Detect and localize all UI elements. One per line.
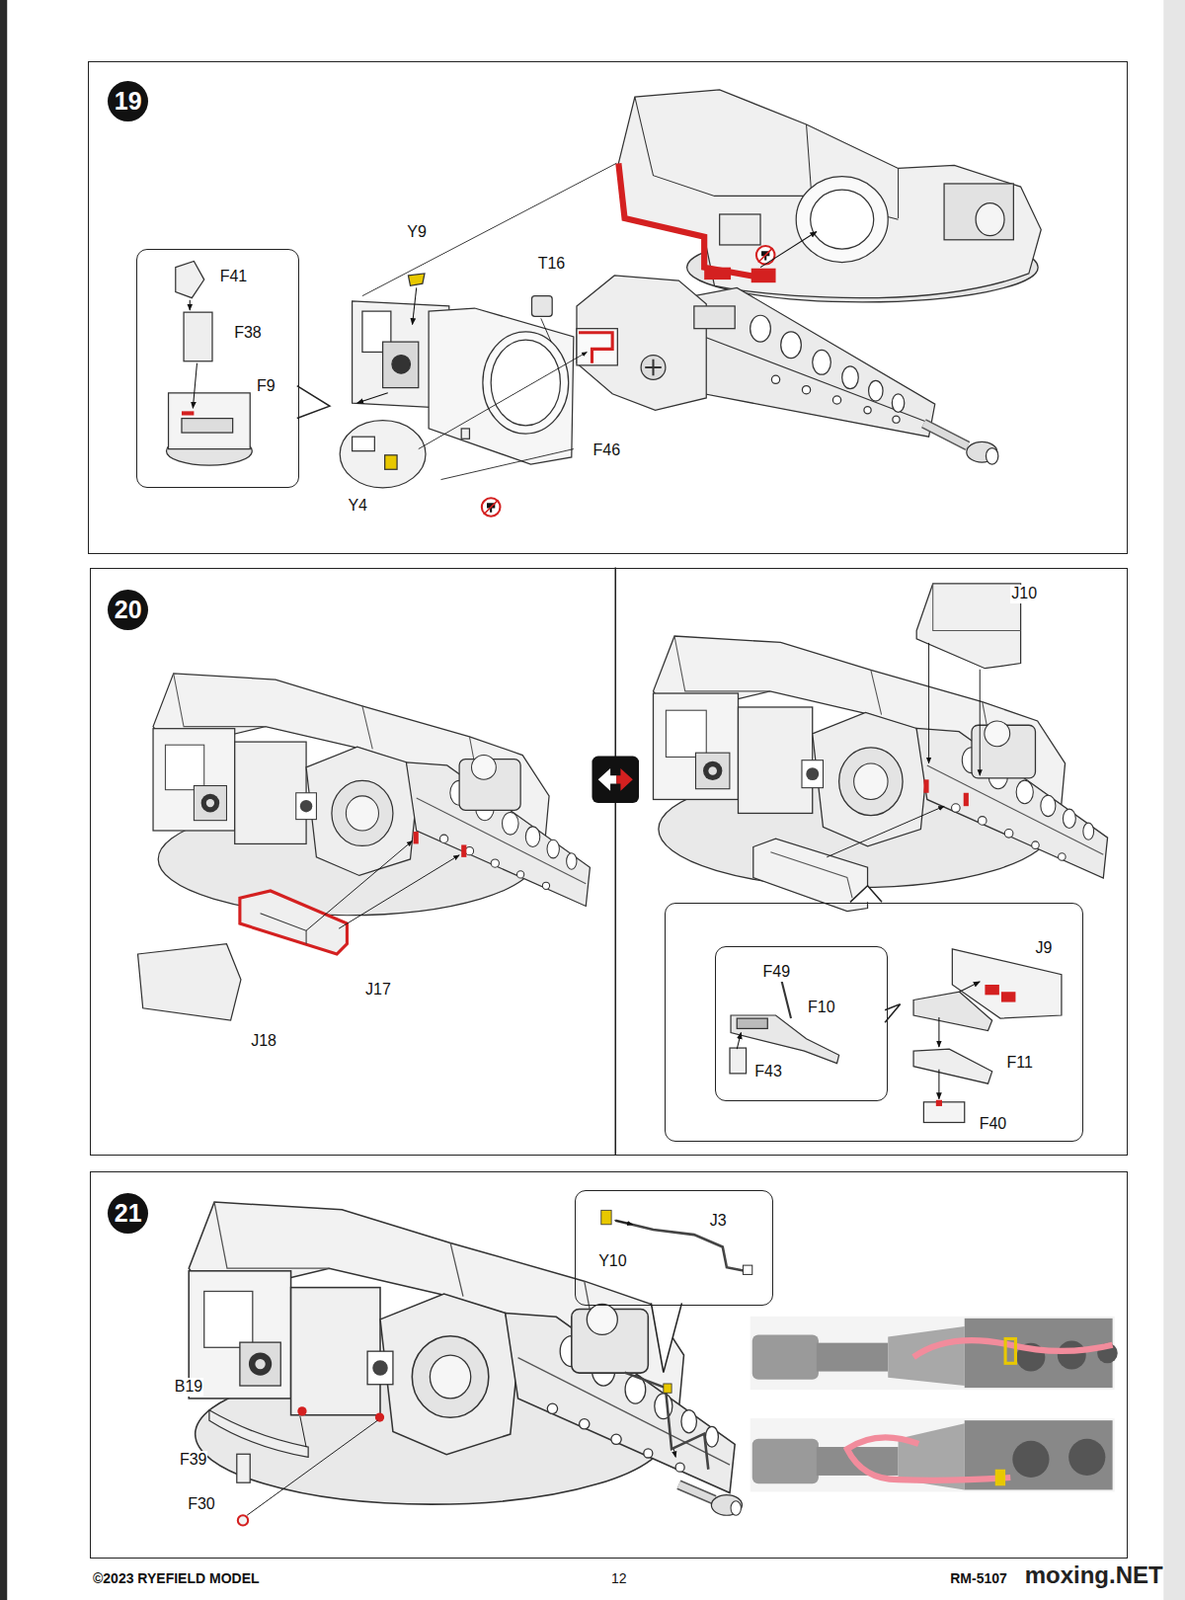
part-label: Y9 [405, 223, 428, 241]
part-label: F10 [806, 998, 837, 1017]
part-label: F41 [219, 267, 249, 286]
part-label: J10 [1010, 584, 1038, 603]
step-number: 21 [107, 1192, 149, 1234]
part-label: F39 [178, 1450, 209, 1469]
page-number: 12 [610, 1570, 629, 1586]
part-label: Y10 [597, 1252, 628, 1270]
detail-callout: Y10 J3 [574, 1189, 775, 1306]
part-label: B19 [173, 1377, 204, 1396]
detail-callout: F49F10F43 J9F11F40 [664, 902, 1084, 1142]
part-label: F11 [1006, 1053, 1034, 1072]
part-label: J18 [249, 1031, 278, 1050]
part-label: F38 [233, 323, 263, 342]
watermark: moxing.NET [1024, 1561, 1165, 1589]
part-label: F49 [762, 962, 792, 981]
step-number: 20 [107, 589, 149, 631]
step-panel: F49F10F43 J9F11F40 20 [89, 567, 1128, 1156]
part-label: J3 [709, 1211, 728, 1230]
part-label: F9 [255, 377, 277, 395]
kit-number: RM-5107 [948, 1570, 1009, 1586]
step-number: 19 [107, 80, 149, 122]
copyright-note: ©2023 RYEFIELD MODEL [91, 1570, 261, 1586]
step-panel: Y10 J3 21 [89, 1171, 1128, 1560]
part-label: F40 [978, 1114, 1009, 1133]
part-label: F43 [753, 1062, 784, 1081]
step-panel: F41F38F9 19 [87, 61, 1128, 554]
part-label: Y4 [346, 496, 369, 515]
detail-callout: F49F10F43 [714, 946, 888, 1102]
part-label: T16 [537, 254, 567, 273]
part-label: J17 [364, 980, 393, 999]
part-label: F46 [591, 441, 622, 460]
part-label: J9 [1034, 939, 1054, 957]
detail-callout: F41F38F9 [136, 248, 299, 488]
part-label: F30 [186, 1495, 217, 1513]
